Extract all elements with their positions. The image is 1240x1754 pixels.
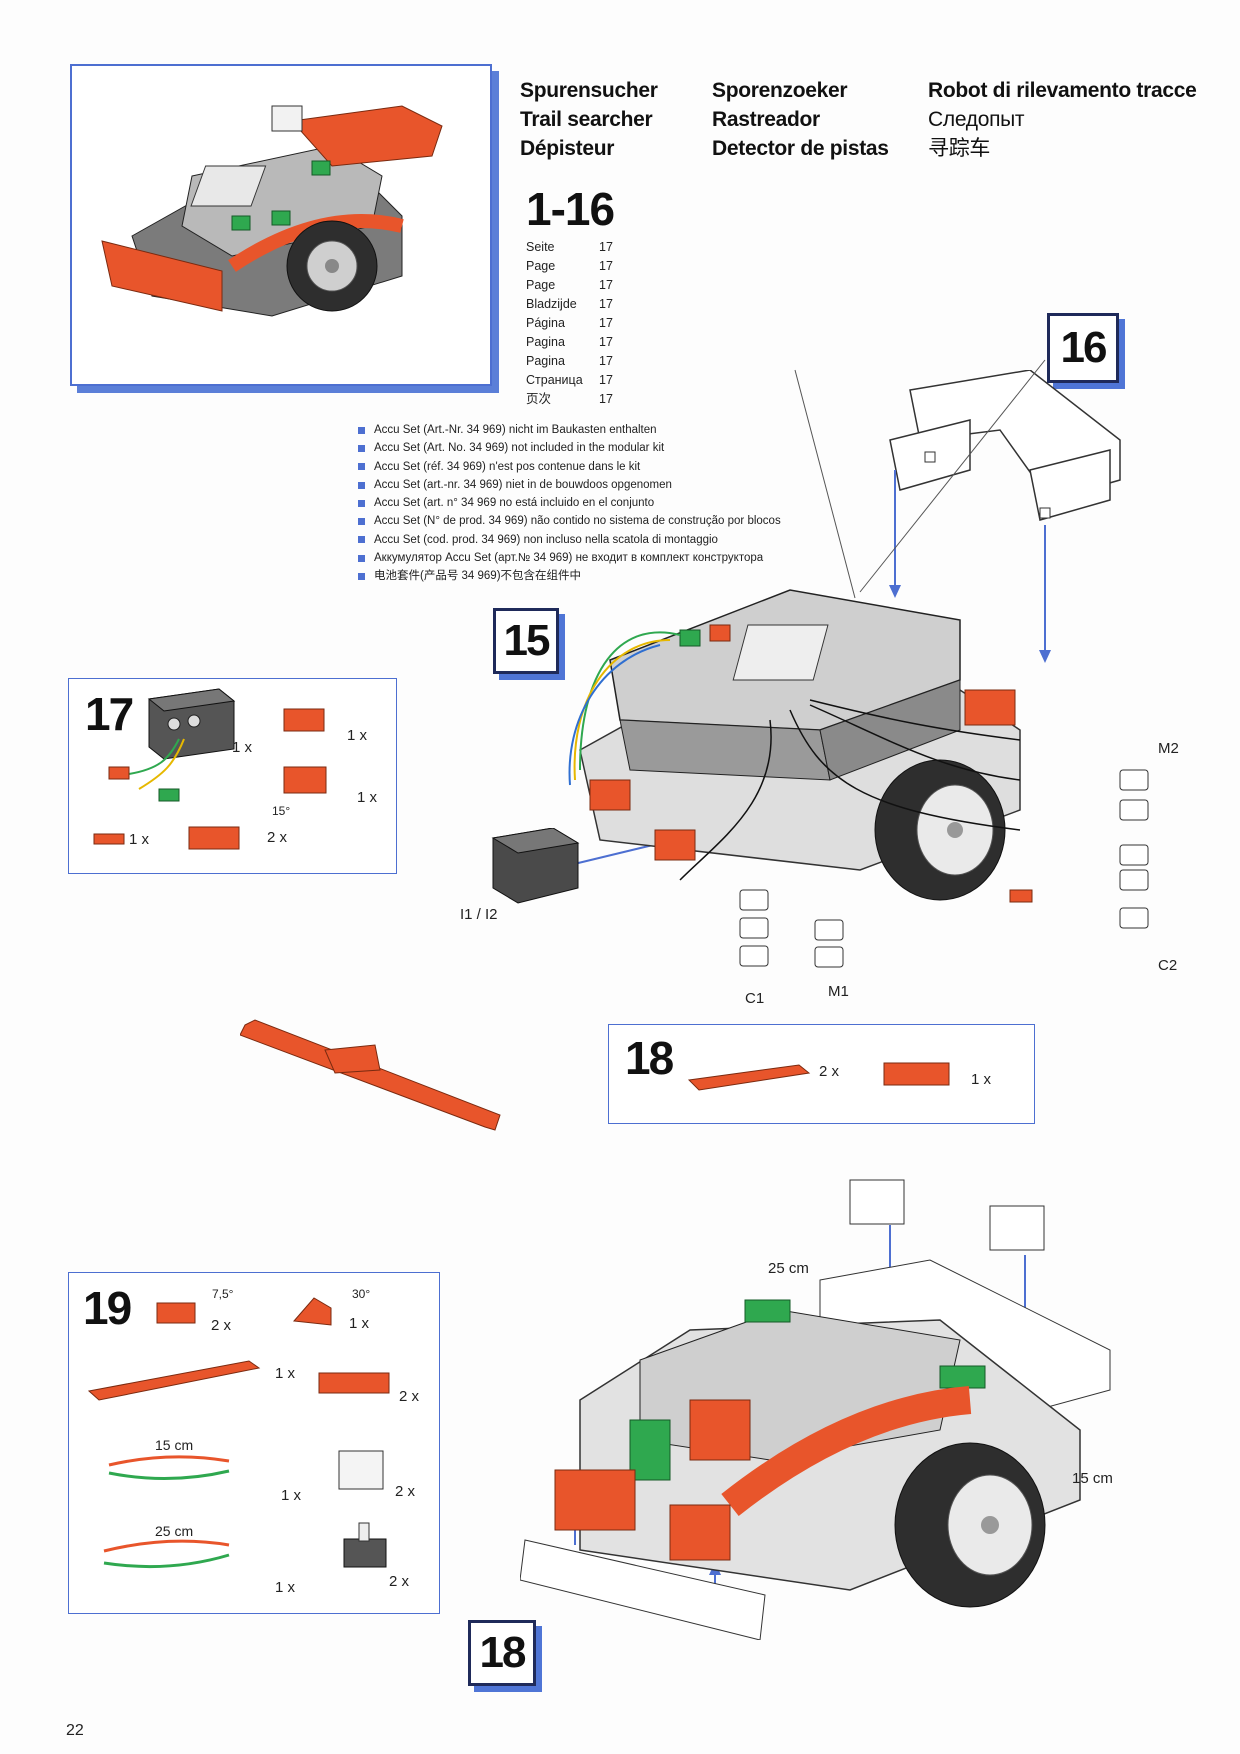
step-19-parts (87, 1297, 390, 1569)
step-17-qty-4: 1 x (129, 831, 150, 848)
title-column-2: Sporenzoeker Rastreador Detector de pist… (712, 76, 889, 163)
note-item: Accu Set (cod. prod. 34 969) non incluso… (358, 531, 781, 549)
battery-holder-bracket (889, 370, 1121, 521)
step-17-angle: 15° (272, 804, 291, 818)
step-19-qty-7: 1 x (275, 1579, 296, 1596)
note-item: Accu Set (N° de prod. 34 969) não contid… (358, 512, 781, 530)
title-pt: Rastreador (712, 108, 820, 131)
step-15-label: 15 (493, 608, 559, 674)
step-19-qty-3: 1 x (275, 1365, 296, 1382)
step-17-qty-5: 2 x (267, 829, 288, 846)
title-en: Trail searcher (520, 108, 653, 131)
note-item: Accu Set (Art.-Nr. 34 969) nicht im Bauk… (358, 421, 781, 439)
note-item: 电池套件(产品号 34 969)不包含在组件中 (358, 567, 781, 585)
step-17-qty-1: 1 x (232, 739, 253, 756)
connector-label-c1: C1 (745, 990, 765, 1007)
trail-searcher-robot-image (101, 105, 443, 317)
title-column-1: Spurensucher Trail searcher Dépisteur (520, 76, 658, 163)
step-18-parts-panel: 18 2 x 1 x (608, 1024, 1035, 1124)
step-19-angle-2: 30° (352, 1287, 371, 1301)
step-17-qty-3: 1 x (357, 789, 378, 806)
cable-label-15cm: 15 cm (1072, 1470, 1113, 1487)
step-19-qty-8: 2 x (389, 1573, 410, 1590)
note-item: Аккумулятор Accu Set (арт.№ 34 969) не в… (358, 549, 781, 567)
note-item: Accu Set (Art. No. 34 969) not included … (358, 439, 781, 457)
step-18-bottom-label: 18 (468, 1620, 536, 1686)
step-19-parts-panel: 19 7,5° 2 x 30° 1 x 1 x 2 x 15 cm 1 x 2 … (68, 1272, 440, 1614)
step-19-qty-4: 2 x (399, 1388, 420, 1405)
connector-label-m1: M1 (828, 983, 849, 1000)
step-18-parts (687, 1062, 950, 1091)
connector-label-m2: M2 (1158, 740, 1179, 757)
step-19-qty-6: 2 x (395, 1483, 416, 1500)
model-preview-frame (70, 64, 492, 386)
title-zh: 寻踪车 (928, 137, 991, 160)
step-19-angle-1: 7,5° (212, 1287, 234, 1301)
step-16-label: 16 (1047, 313, 1119, 383)
step-18-qty-1: 2 x (819, 1063, 840, 1080)
note-item: Accu Set (art. n° 34 969 no está incluid… (358, 494, 781, 512)
model-range: 1-16 (526, 183, 615, 235)
cable-plugs (739, 769, 1149, 968)
step-19-qty-5: 1 x (281, 1487, 302, 1504)
step-19-cable-25: 25 cm (155, 1523, 194, 1539)
title-de: Spurensucher (520, 79, 658, 102)
title-it: Robot di rilevamento tracce (928, 79, 1197, 102)
connector-label-c2: C2 (1158, 957, 1178, 974)
step-18-qty-2: 1 x (971, 1071, 992, 1088)
title-column-3: Robot di rilevamento tracce Следопыт 寻踪车 (928, 76, 1197, 163)
step-17-parts (93, 688, 327, 850)
note-item: Accu Set (art.-nr. 34 969) niet in de bo… (358, 476, 781, 494)
step-19-cable-15: 15 cm (155, 1437, 194, 1453)
cable-label-25cm: 25 cm (768, 1260, 809, 1277)
note-item: Accu Set (réf. 34 969) n'est pos contenu… (358, 458, 781, 476)
title-nl: Sporenzoeker (712, 79, 848, 102)
step-17-label: 17 (85, 688, 134, 740)
step-17-parts-panel: 17 1 x 1 x 1 x 15° 2 x 1 x (68, 678, 397, 874)
accu-set-notes: Accu Set (Art.-Nr. 34 969) nicht im Bauk… (358, 421, 781, 586)
title-fr: Dépisteur (520, 137, 615, 160)
final-assembly-view (520, 1179, 1111, 1640)
step-19-label: 19 (83, 1282, 132, 1334)
red-beam-assembly (240, 1019, 501, 1131)
step-18-label: 18 (625, 1032, 674, 1084)
trail-sensor-part (491, 828, 580, 904)
page-number: 22 (66, 1722, 84, 1739)
title-es: Detector de pistas (712, 137, 889, 160)
step-19-qty-1: 2 x (211, 1317, 232, 1334)
connector-label-i1-i2: I1 / I2 (460, 906, 498, 923)
step-17-qty-2: 1 x (347, 727, 368, 744)
controller-assembly (568, 589, 1021, 901)
step-19-qty-2: 1 x (349, 1315, 370, 1332)
title-ru: Следопыт (928, 108, 1025, 131)
